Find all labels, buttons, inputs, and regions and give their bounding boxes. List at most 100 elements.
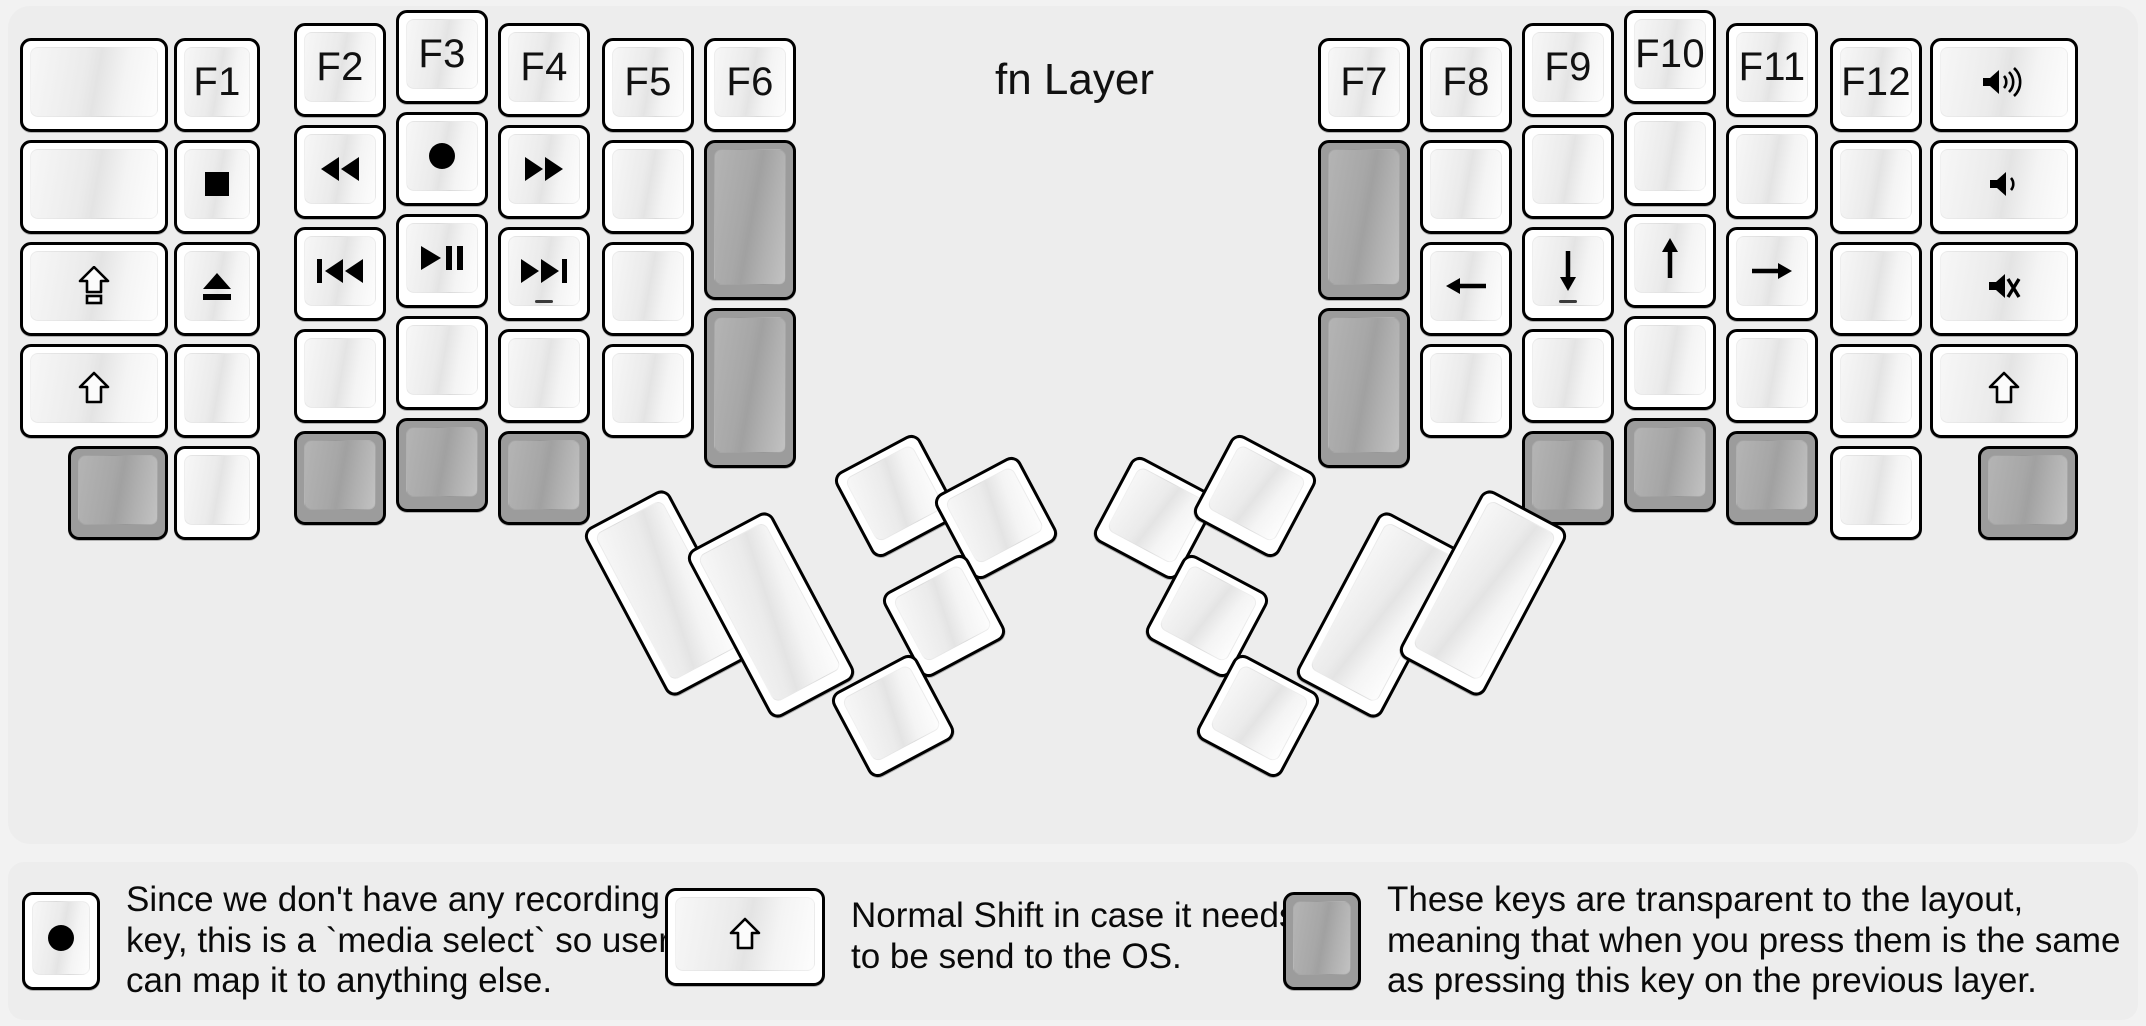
left-r3-c7[interactable] bbox=[704, 308, 796, 468]
right-r1-c3-label: F9 bbox=[1544, 45, 1592, 89]
left-r3-c6[interactable] bbox=[602, 242, 694, 336]
right-r4-c2-cap bbox=[1430, 353, 1502, 423]
right-r3-c7[interactable] bbox=[1930, 242, 2078, 336]
legend-transparent-key[interactable] bbox=[1283, 891, 1361, 990]
right-r2-c3[interactable] bbox=[1522, 125, 1614, 219]
left-r3-c7-cap bbox=[714, 317, 786, 453]
left-r2-c3[interactable] bbox=[294, 125, 386, 219]
left-r4-c3[interactable] bbox=[294, 329, 386, 423]
left-r3-c3-cap bbox=[304, 236, 376, 306]
left-r2-c5[interactable] bbox=[498, 125, 590, 219]
right-r1-c6[interactable]: F12 bbox=[1830, 38, 1922, 132]
left-r3-c2-cap bbox=[184, 251, 250, 321]
right-r5-c3-cap bbox=[1532, 440, 1604, 510]
left-r4-c2[interactable] bbox=[174, 344, 260, 438]
right-r2-c6-cap bbox=[1840, 149, 1912, 219]
left-r4-c1[interactable] bbox=[20, 344, 168, 438]
left-r4-c5[interactable] bbox=[498, 329, 590, 423]
left-r3-c3[interactable] bbox=[294, 227, 386, 321]
right-r2-c1-cap bbox=[1328, 149, 1400, 285]
right-r2-c1[interactable] bbox=[1318, 140, 1410, 300]
legend-shift-key-cap bbox=[675, 897, 815, 971]
right-r5-c7[interactable] bbox=[1978, 446, 2078, 540]
legend-panel bbox=[8, 862, 2138, 1020]
right-r2-c5[interactable] bbox=[1726, 125, 1818, 219]
right-r4-c5[interactable] bbox=[1726, 329, 1818, 423]
right-r5-c6[interactable] bbox=[1830, 446, 1922, 540]
right-r2-c4[interactable] bbox=[1624, 112, 1716, 206]
legend-shift-key[interactable] bbox=[665, 888, 825, 986]
right-r3-c3[interactable] bbox=[1522, 227, 1614, 321]
left-r1-c3[interactable]: F2 bbox=[294, 23, 386, 117]
right-r3-c3-underline-mark bbox=[1559, 300, 1577, 303]
left-r1-c4-cap: F3 bbox=[406, 19, 478, 89]
right-r2-c2[interactable] bbox=[1420, 140, 1512, 234]
right-r4-c4[interactable] bbox=[1624, 316, 1716, 410]
left-r2-c6[interactable] bbox=[602, 140, 694, 234]
left-r1-c6[interactable]: F5 bbox=[602, 38, 694, 132]
right-r3-c5[interactable] bbox=[1726, 227, 1818, 321]
left-r4-c4[interactable] bbox=[396, 316, 488, 410]
left-r5-c1[interactable] bbox=[68, 446, 168, 540]
left-r5-c5[interactable] bbox=[498, 431, 590, 525]
left-r1-c5[interactable]: F4 bbox=[498, 23, 590, 117]
right-r4-c7[interactable] bbox=[1930, 344, 2078, 438]
right-r3-c1[interactable] bbox=[1318, 308, 1410, 468]
left-r1-c4[interactable]: F3 bbox=[396, 10, 488, 104]
right-r3-c4[interactable] bbox=[1624, 214, 1716, 308]
right-r5-c5[interactable] bbox=[1726, 431, 1818, 525]
right-r3-c6[interactable] bbox=[1830, 242, 1922, 336]
shift-icon bbox=[1988, 371, 2020, 405]
right-r5-c4[interactable] bbox=[1624, 418, 1716, 512]
record-icon bbox=[427, 141, 457, 171]
mute-icon bbox=[1986, 271, 2022, 301]
right-r5-c3[interactable] bbox=[1522, 431, 1614, 525]
left-r1-c7[interactable]: F6 bbox=[704, 38, 796, 132]
right-r4-c7-cap bbox=[1940, 353, 2068, 423]
right-r2-c5-cap bbox=[1736, 134, 1808, 204]
left-r3-c5[interactable] bbox=[498, 227, 590, 321]
left-r4-c2-cap bbox=[184, 353, 250, 423]
right-r2-c3-cap bbox=[1532, 134, 1604, 204]
right-r1-c1[interactable]: F7 bbox=[1318, 38, 1410, 132]
right-r3-c4-cap bbox=[1634, 223, 1706, 293]
left-r3-c5-cap bbox=[508, 236, 580, 306]
right-r4-c3[interactable] bbox=[1522, 329, 1614, 423]
right-r1-c5[interactable]: F11 bbox=[1726, 23, 1818, 117]
left-r5-c4[interactable] bbox=[396, 418, 488, 512]
right-r3-c2[interactable] bbox=[1420, 242, 1512, 336]
left-r5-c2[interactable] bbox=[174, 446, 260, 540]
left-r3-c1[interactable] bbox=[20, 242, 168, 336]
right-r3-c1-cap bbox=[1328, 317, 1400, 453]
left-r1-c5-label: F4 bbox=[520, 45, 568, 89]
left-r4-c6[interactable] bbox=[602, 344, 694, 438]
left-r3-c4[interactable] bbox=[396, 214, 488, 308]
right-r1-c4[interactable]: F10 bbox=[1624, 10, 1716, 104]
left-r5-c3[interactable] bbox=[294, 431, 386, 525]
left-r1-c5-cap: F4 bbox=[508, 32, 580, 102]
left-r1-c1[interactable] bbox=[20, 38, 168, 132]
left-r1-c2[interactable]: F1 bbox=[174, 38, 260, 132]
legend-record-key[interactable] bbox=[22, 891, 100, 990]
shift-icon bbox=[78, 371, 110, 405]
right-r1-c3[interactable]: F9 bbox=[1522, 23, 1614, 117]
left-r2-c2[interactable] bbox=[174, 140, 260, 234]
right-r2-c6[interactable] bbox=[1830, 140, 1922, 234]
right-r1-c6-cap: F12 bbox=[1840, 47, 1912, 117]
right-r4-c3-cap bbox=[1532, 338, 1604, 408]
left-r1-c7-label: F6 bbox=[726, 60, 774, 104]
right-r1-c7[interactable] bbox=[1930, 38, 2078, 132]
left-r2-c1[interactable] bbox=[20, 140, 168, 234]
left-r2-c4[interactable] bbox=[396, 112, 488, 206]
play-pause-icon bbox=[419, 244, 465, 272]
right-r1-c7-cap bbox=[1940, 47, 2068, 117]
legend-record-key-cap bbox=[32, 900, 90, 975]
right-r4-c2[interactable] bbox=[1420, 344, 1512, 438]
right-r4-c6[interactable] bbox=[1830, 344, 1922, 438]
left-r3-c2[interactable] bbox=[174, 242, 260, 336]
right-r2-c7[interactable] bbox=[1930, 140, 2078, 234]
left-r2-c7[interactable] bbox=[704, 140, 796, 300]
right-r1-c2[interactable]: F8 bbox=[1420, 38, 1512, 132]
left-r4-c1-cap bbox=[30, 353, 158, 423]
